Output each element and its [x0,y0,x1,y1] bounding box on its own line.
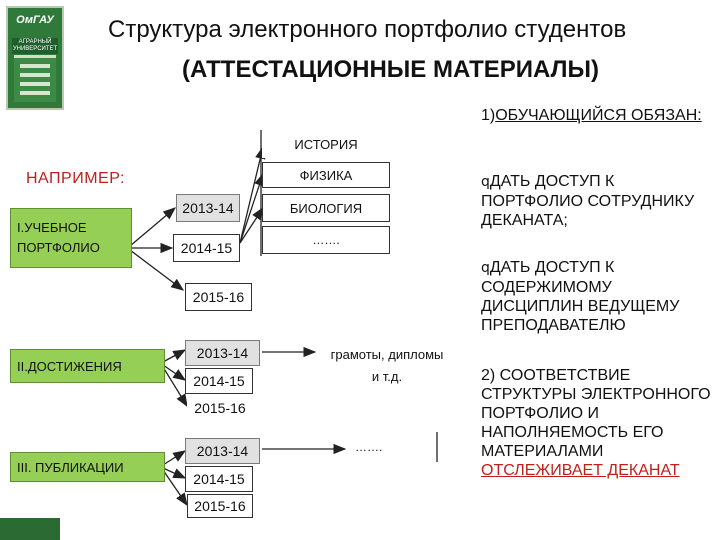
publications-year-2013: 2013-14 [185,438,260,464]
arrow-portfolio-2015 [129,249,185,291]
monitoring-note: 2) СООТВЕТСТВИЕ СТРУКТУРЫ ЭЛЕКТРОННОГО П… [481,366,717,480]
arrow-to-physics [239,172,265,244]
achievements-year-2015: 2015-16 [187,396,253,420]
arrow-publications-2013 [162,450,187,466]
publications-year-2014: 2014-15 [185,466,253,492]
page-subtitle: (АТТЕСТАЦИОННЫЕ МАТЕРИАЛЫ) [182,56,599,83]
duty-heading-text: ОБУЧАЮЩИЙСЯ ОБЯЗАН: [495,107,702,124]
subject-history: ИСТОРИЯ [262,130,390,158]
achievements-result-line1: грамоты, дипломы [330,347,444,362]
arrow-to-history [239,145,266,244]
portfolio-year-2014: 2014-15 [173,234,240,262]
duty-item-2-text: ДАТЬ ДОСТУП К СОДЕРЖИМОМУ ДИСЦИПЛИН ВЕДУ… [481,259,680,334]
arrow-portfolio-2013 [129,207,176,247]
portfolio-year-2015: 2015-16 [185,283,252,311]
arrow-to-biology [239,206,264,244]
duty-item-2: qДАТЬ ДОСТУП К СОДЕРЖИМОМУ ДИСЦИПЛИН ВЕД… [481,258,717,335]
portfolio-category-box: I.УЧЕБНОЕ ПОРТФОЛИО [10,208,132,268]
duty-item-1: qДАТЬ ДОСТУП К ПОРТФОЛИО СОТРУДНИКУ ДЕКА… [481,172,717,230]
achievements-category-box: II.ДОСТИЖЕНИЯ [10,349,165,383]
duty-item-1-text: ДАТЬ ДОСТУП К ПОРТФОЛИО СОТРУДНИКУ ДЕКАН… [481,173,695,229]
logo-name: ОмГАУ [16,14,54,26]
arrow-achievements-2015 [162,366,188,408]
achievements-category-label: II.ДОСТИЖЕНИЯ [17,358,122,374]
duty-heading-number: 1) [481,107,496,124]
monitoring-note-text: 2) СООТВЕТСТВИЕ СТРУКТУРЫ ЭЛЕКТРОННОГО П… [481,367,711,460]
achievements-result-line2: и т.д. [371,369,403,384]
footer-ornament [0,518,60,540]
page-title: Структура электронного портфолио студент… [108,16,627,43]
logo-subtitle: АГРАРНЫЙ УНИВЕРСИТЕТ [12,38,58,54]
subject-physics: ФИЗИКА [262,162,390,188]
university-logo: ОмГАУ АГРАРНЫЙ УНИВЕРСИТЕТ [6,6,64,110]
achievements-year-2014: 2014-15 [185,368,253,394]
arrow-publications-2015 [162,469,188,507]
achievements-result: грамоты, дипломы и т.д. [316,344,458,390]
subject-biology: БИОЛОГИЯ [262,194,390,222]
arrow-achievements-2014 [162,364,187,381]
portfolio-year-2013: 2013-14 [176,194,240,222]
achievements-year-2013: 2013-14 [185,340,260,366]
publications-category-box: III. ПУБЛИКАЦИИ [10,452,165,482]
arrow-publications-2014 [162,467,187,479]
publications-result: ……. [355,440,383,454]
portfolio-category-label: I.УЧЕБНОЕ ПОРТФОЛИО [17,220,100,255]
example-label: НАПРИМЕР: [26,170,125,187]
subject-more: ……. [262,226,390,254]
logo-building-icon [14,55,56,102]
publications-year-2015: 2015-16 [187,494,253,518]
duty-heading: 1)ОБУЧАЮЩИЙСЯ ОБЯЗАН: [481,106,717,125]
publications-category-label: III. ПУБЛИКАЦИИ [17,459,124,475]
arrow-achievements-2013 [162,349,187,363]
monitoring-note-red: ОТСЛЕЖИВАЕТ ДЕКАНАТ [481,462,680,479]
checkbox-bullet-icon: q [481,260,490,276]
checkbox-bullet-icon: q [481,174,490,190]
